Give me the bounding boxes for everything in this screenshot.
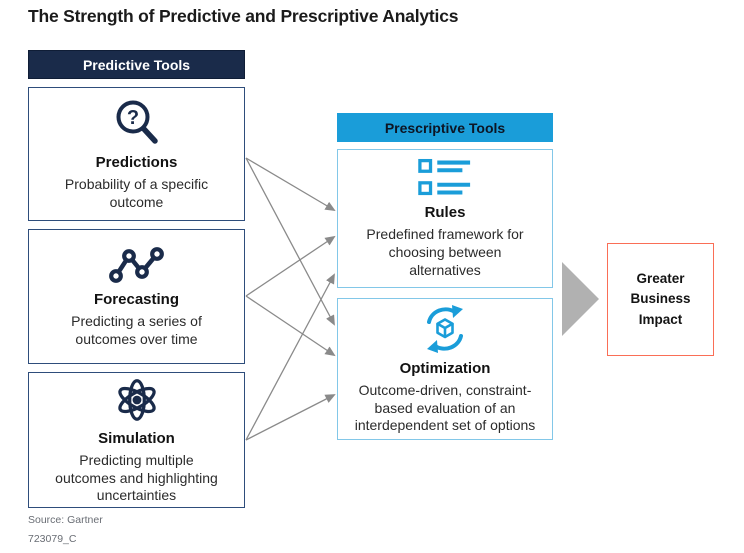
card-description: Predicting a series of outcomes over tim… <box>71 313 202 347</box>
page-title: The Strength of Predictive and Prescript… <box>28 6 459 26</box>
optimization-card: Optimization Outcome-driven, constraint-… <box>337 298 553 440</box>
figure-id: 723079_C <box>28 533 77 545</box>
card-title: Predictions <box>95 153 178 171</box>
connector-arrow <box>245 157 336 211</box>
atom-icon <box>111 375 163 425</box>
rules-card: Rules Predefined framework for choosing … <box>337 149 553 288</box>
card-title: Rules <box>424 204 466 222</box>
connector-arrow <box>245 273 335 441</box>
cube-refresh-icon <box>419 303 471 355</box>
impact-label: Greater Business Impact <box>630 271 691 327</box>
connector-arrow <box>245 394 336 441</box>
card-title: Simulation <box>98 429 175 447</box>
simulation-card: Simulation Predicting multiple outcomes … <box>28 372 245 508</box>
svg-text:?: ? <box>126 107 138 129</box>
checklist-icon <box>417 157 473 199</box>
card-title: Forecasting <box>93 291 180 309</box>
trend-line-icon <box>108 244 165 286</box>
magnifier-question-icon: ? <box>112 97 162 149</box>
predictive-tools-header: Predictive Tools <box>28 50 245 79</box>
connector-arrow <box>245 235 336 297</box>
flow-triangle-icon <box>562 262 599 336</box>
prescriptive-tools-header: Prescriptive Tools <box>337 113 553 142</box>
card-description: Predicting multiple outcomes and highlig… <box>55 451 218 504</box>
source-text: Source: Gartner <box>28 514 103 526</box>
connector-arrow <box>245 157 335 326</box>
predictions-card: ? Predictions Probability of a specific … <box>28 87 245 221</box>
forecasting-card: Forecasting Predicting a series of outco… <box>28 229 245 364</box>
connector-arrow <box>245 295 336 357</box>
card-description: Probability of a specific outcome <box>64 175 209 210</box>
card-title: Optimization <box>399 359 491 377</box>
card-description: Predefined framework for choosing betwee… <box>366 226 524 278</box>
card-description: Outcome-driven, constraint-based evaluat… <box>354 381 536 434</box>
greater-business-impact-box: Greater Business Impact <box>607 243 714 356</box>
